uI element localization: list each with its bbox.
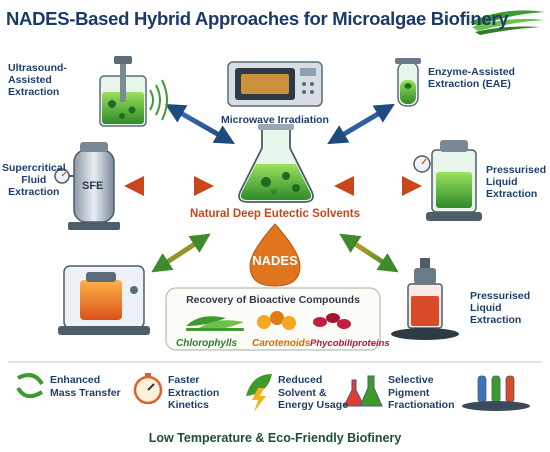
nades-label: NADES xyxy=(252,253,298,268)
compound-chlorophylls: Chlorophylls xyxy=(176,338,238,349)
sfe-apparatus-icon xyxy=(54,142,120,230)
arrow-center-to-lower-right xyxy=(339,233,399,273)
label-recovery: Recovery of Bioactive Compounds xyxy=(186,294,360,306)
ultrasound-beaker-icon xyxy=(99,56,168,127)
enzyme-test-tube-icon xyxy=(395,58,421,107)
compound-phycobiliproteins: Phycobiliproteins xyxy=(310,338,390,349)
chlorophyll-leaves-icon xyxy=(186,316,244,331)
carotenoid-fruits-icon xyxy=(257,311,296,330)
label-solvents: Natural Deep Eutectic Solvents xyxy=(190,208,360,220)
label-pressurised-upper: Pressurised Liquid Extraction xyxy=(486,164,547,201)
leaf-bolt-icon xyxy=(246,374,272,412)
flasks-icon xyxy=(343,375,383,407)
compound-carotenoids: Carotenoids xyxy=(252,338,311,349)
benefit-mass-transfer: Enhanced Mass Transfer xyxy=(50,374,121,399)
ple-apparatus-upper-icon xyxy=(413,140,482,221)
label-pressurised-lower: Pressurised Liquid Extraction xyxy=(470,290,531,327)
ple-apparatus-lower-icon xyxy=(391,258,459,340)
arrow-center-to-lower-left xyxy=(151,233,211,273)
arrow-enzyme-to-flask xyxy=(327,103,395,145)
label-ultrasound: Ultrasound- Assisted Extraction xyxy=(8,62,67,99)
recycle-arrows-icon xyxy=(16,373,44,399)
bottom-banner: Low Temperature & Eco-Friendly Biofinery xyxy=(148,431,402,445)
leaf-swoosh-icon xyxy=(470,10,545,35)
benefit-solvent-energy: Reduced Solvent & Energy Usage xyxy=(278,374,349,412)
phycobiliprotein-beans-icon xyxy=(313,313,351,329)
label-supercritical: Supercritical Fluid Extraction xyxy=(2,162,66,199)
test-tube-rack-icon xyxy=(462,375,530,411)
label-microwave: Microwave Irradiation xyxy=(221,114,329,126)
page-title: NADES-Based Hybrid Approaches for Microa… xyxy=(6,8,509,29)
benefit-kinetics: Faster Extraction Kinetics xyxy=(168,374,220,412)
sfe-tank-label: SFE xyxy=(82,180,104,192)
nades-drop-icon xyxy=(249,223,301,287)
nades-flask-icon xyxy=(238,124,314,203)
pressure-reactor-icon xyxy=(58,265,150,335)
benefit-pigment-fractionation: Selective Pigment Fractionation xyxy=(388,374,455,412)
arrow-microwave-to-flask xyxy=(165,104,235,144)
stopwatch-icon xyxy=(133,373,163,405)
label-enzyme: Enzyme-Assisted Extraction (EAE) xyxy=(428,66,515,91)
microwave-oven-icon xyxy=(227,61,323,107)
